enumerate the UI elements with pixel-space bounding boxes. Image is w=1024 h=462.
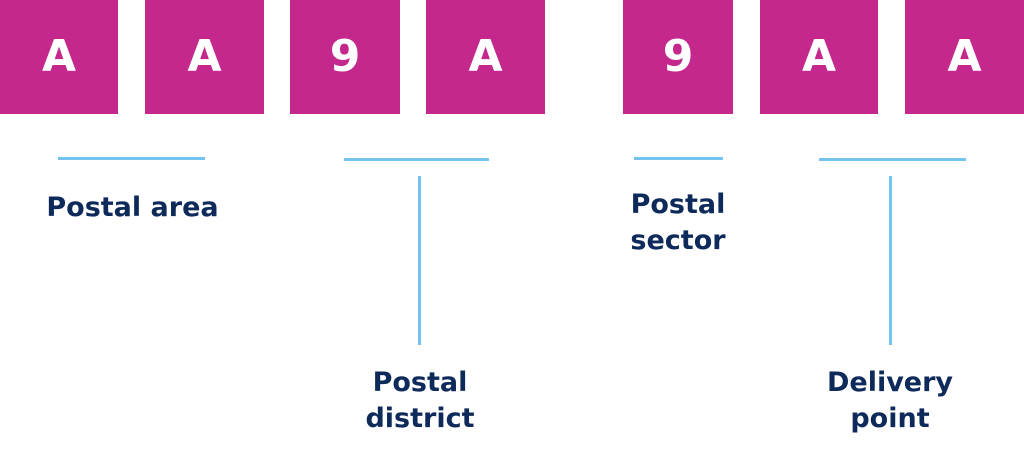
postal-district-label-line-1: Postal <box>372 367 468 398</box>
postal-district-label: Postal district <box>340 365 500 437</box>
postcode-char-5: 9 <box>662 31 694 82</box>
postal-area-label: Postal area <box>35 190 230 226</box>
postcode-char-box-1: A <box>0 0 118 114</box>
postal-sector-label-line-2: sector <box>630 225 726 256</box>
postal-sector-label-line-1: Postal <box>630 189 726 220</box>
postcode-char-1: A <box>41 31 77 82</box>
delivery-point-label-line-2: point <box>850 403 930 434</box>
postcode-char-box-4: A <box>426 0 545 114</box>
postal-district-label-line-2: district <box>365 403 475 434</box>
postal-district-connector-line <box>418 176 421 345</box>
delivery-point-bracket-line <box>819 158 966 161</box>
postcode-char-6: A <box>801 31 837 82</box>
postcode-char-box-3: 9 <box>290 0 400 114</box>
postal-area-bracket-line <box>58 157 205 160</box>
postcode-char-box-6: A <box>760 0 878 114</box>
delivery-point-label: Delivery point <box>805 365 975 437</box>
postcode-char-2: A <box>187 31 222 82</box>
postcode-char-box-2: A <box>145 0 264 114</box>
postcode-char-box-7: A <box>905 0 1024 114</box>
delivery-point-label-line-1: Delivery <box>826 367 954 398</box>
postcode-char-7: A <box>947 31 982 82</box>
delivery-point-connector-line <box>889 176 892 345</box>
postal-district-bracket-line <box>344 158 489 161</box>
postcode-char-4: A <box>468 31 503 82</box>
postcode-char-box-5: 9 <box>623 0 733 114</box>
postal-sector-bracket-line <box>634 157 723 160</box>
postal-sector-label: Postal sector <box>603 187 753 259</box>
postcode-char-3: 9 <box>329 31 361 82</box>
postal-area-label-line-1: Postal area <box>46 192 219 223</box>
